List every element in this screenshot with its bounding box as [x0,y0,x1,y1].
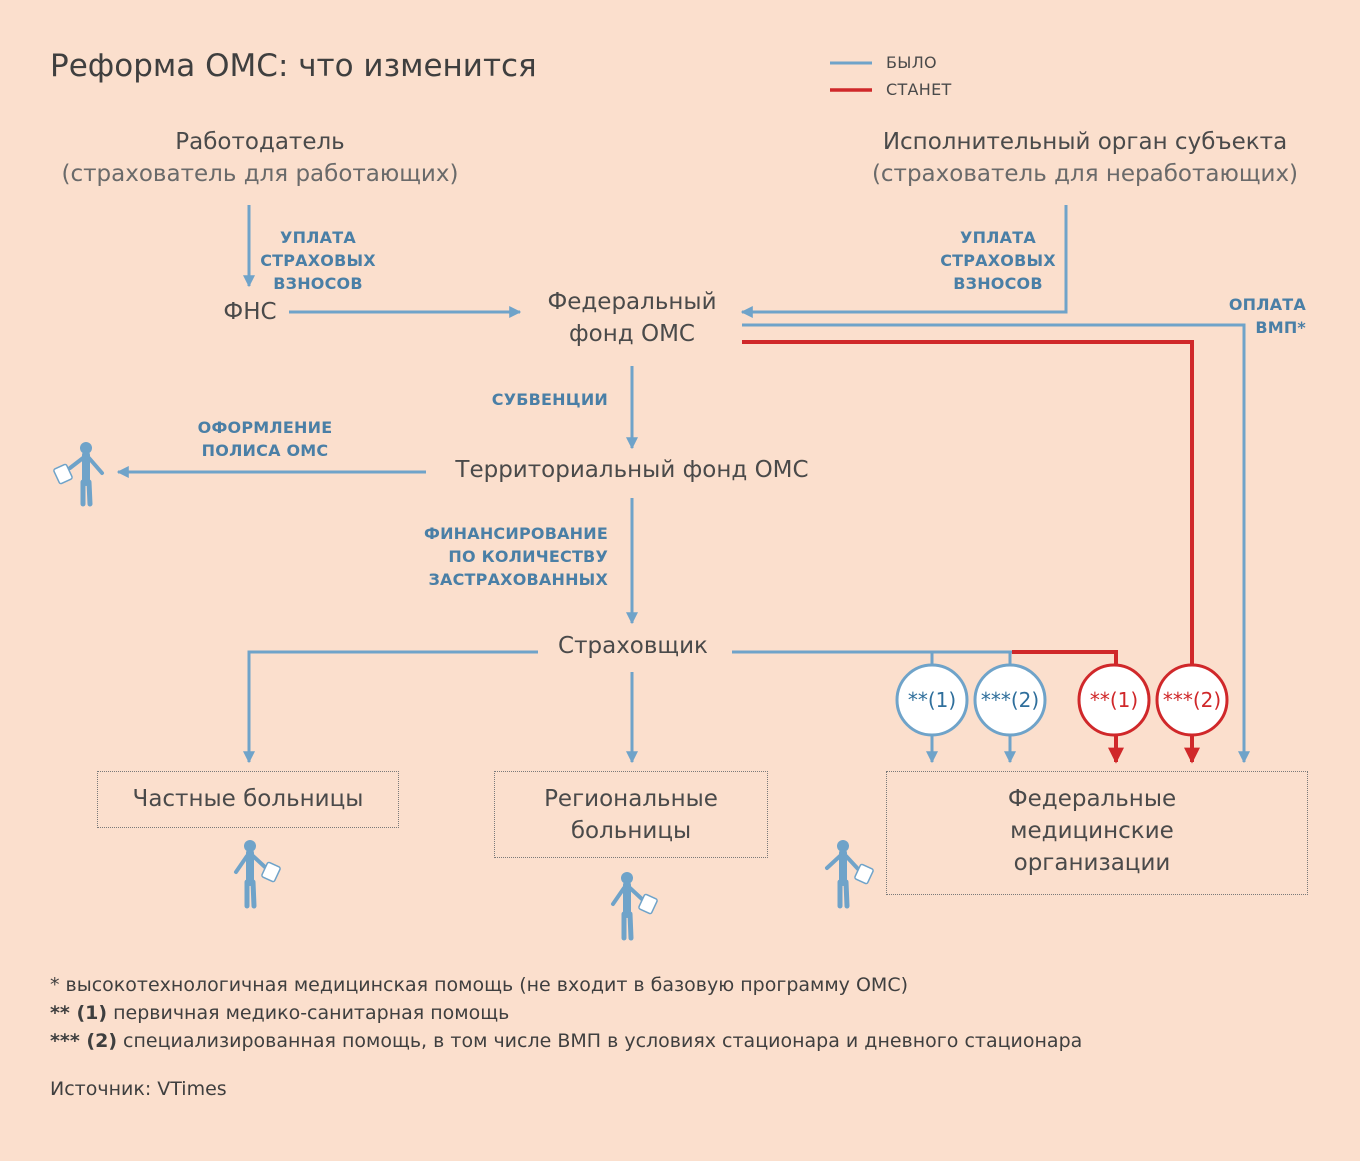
box-private-hospitals [97,771,399,828]
circle-blue-specialized-label: ***(2) [980,688,1040,712]
label-policy: ОФОРМЛЕНИЕ ПОЛИСА ОМС [185,416,345,462]
box-regional-hospitals [494,771,768,858]
footnote-specialized: *** (2) специализированная помощь, в том… [50,1030,1082,1052]
circle-blue-primary-label: **(1) [907,688,957,712]
label-vmp-payment: ОПЛАТА ВМП* [1200,293,1306,339]
node-private-hospitals: Частные больницы [132,786,364,812]
label-vmp-line1: ОПЛАТА [1228,295,1306,314]
footnote-primary-text: первичная медико-санитарная помощь [107,1002,510,1024]
box-federal-orgs [886,771,1308,895]
footnote-primary: ** (1) первичная медико-санитарная помощ… [50,1002,509,1024]
label-payment-left: УПЛАТА СТРАХОВЫХ ВЗНОСОВ [258,226,378,295]
person-icon-policy [53,442,104,507]
label-policy-line2: ПОЛИСА ОМС [201,441,329,460]
node-regional-hospitals: Региональные больницы [494,783,768,847]
person-icon-regional [611,872,658,941]
node-federal-fund-line1: Федеральный [547,289,717,315]
red-line-insurer [1012,650,1118,664]
page-title: Реформа ОМС: что изменится [50,48,537,84]
circle-red-primary [1077,663,1151,737]
circle-blue-specialized [973,663,1047,737]
person-icon-federal [825,840,874,909]
footnote-specialized-text: специализированная помощь, в том числе В… [117,1030,1083,1052]
node-fns: ФНС [223,299,277,325]
label-subventions: СУБВЕНЦИИ [491,390,608,409]
label-payment-right: УПЛАТА СТРАХОВЫХ ВЗНОСОВ [938,226,1058,295]
label-payment-left-line2: СТРАХОВЫХ [260,251,376,270]
node-executive-title: Исполнительный орган субъекта [882,129,1288,155]
red-line-federal-fund [742,340,1194,664]
node-territorial-fund: Территориальный фонд ОМС [455,457,809,483]
person-icon-private [234,840,281,909]
arrow-executive-to-federal-fund [740,205,1068,318]
legend-will-be-label: СТАНЕТ [886,80,952,99]
node-federal-fund: Федеральный фонд ОМС [522,286,742,350]
node-employer: Работодатель (страхователь для работающи… [40,126,480,190]
legend-was-label: БЫЛО [886,53,937,72]
arrow-to-private-hospitals [243,650,538,764]
label-financing-line1: ФИНАНСИРОВАНИЕ [424,524,608,543]
node-federal-orgs-line1: Федеральные [1007,786,1177,812]
node-executive-body: Исполнительный орган субъекта (страховат… [850,126,1320,190]
label-payment-left-line1: УПЛАТА [280,228,356,247]
node-employer-subtitle: (страхователь для работающих) [61,161,459,187]
label-financing-line2: ПО КОЛИЧЕСТВУ [448,547,608,566]
node-insurer: Страховщик [558,633,708,659]
label-payment-right-line1: УПЛАТА [960,228,1036,247]
footnote-vmp: * высокотехнологичная медицинская помощь… [50,974,908,996]
label-payment-right-line2: СТРАХОВЫХ [940,251,1056,270]
node-federal-orgs: Федеральные медицинские организации [886,783,1298,879]
node-federal-orgs-line2: медицинские [1010,818,1174,844]
label-policy-line1: ОФОРМЛЕНИЕ [197,418,333,437]
node-federal-orgs-line3: организации [1013,850,1171,876]
source-credit: Источник: VTimes [50,1078,227,1100]
node-employer-title: Работодатель [175,129,345,155]
circle-red-specialized [1155,663,1229,737]
footnote-primary-mark: ** (1) [50,1002,108,1024]
circle-blue-primary [895,663,969,737]
label-financing: ФИНАНСИРОВАНИЕ ПО КОЛИЧЕСТВУ ЗАСТРАХОВАН… [418,522,608,591]
circle-red-specialized-label: ***(2) [1162,688,1222,712]
circle-red-primary-label: **(1) [1089,688,1139,712]
label-financing-line3: ЗАСТРАХОВАННЫХ [428,570,608,589]
node-regional-line2: больницы [570,818,692,844]
footnote-specialized-mark: *** (2) [50,1030,118,1052]
node-regional-line1: Региональные [544,786,718,812]
arrow-vmp-payment [742,323,1250,764]
label-vmp-line2: ВМП* [1255,318,1306,337]
node-executive-subtitle: (страхователь для неработающих) [871,161,1299,187]
label-payment-left-line3: ВЗНОСОВ [273,274,363,293]
label-payment-right-line3: ВЗНОСОВ [953,274,1043,293]
node-federal-fund-line2: фонд ОМС [569,321,695,347]
